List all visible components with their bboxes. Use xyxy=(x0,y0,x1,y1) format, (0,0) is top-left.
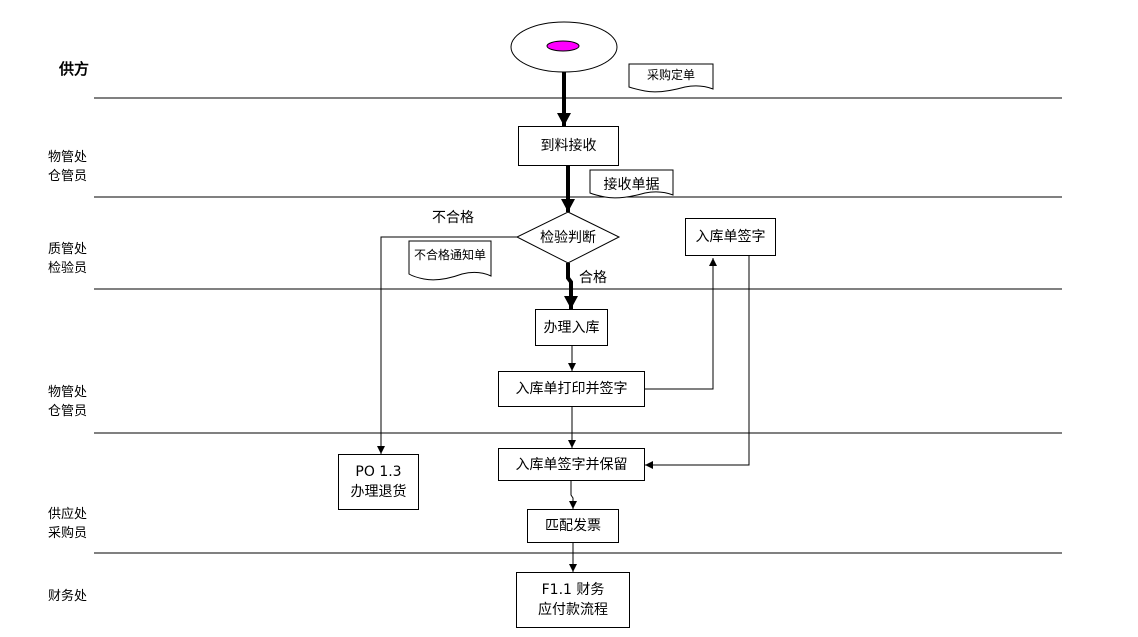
branch-label-fail: 不合格 xyxy=(432,210,474,226)
reject-notice-doc-label: 不合格通知单 xyxy=(413,248,486,262)
step-return-goods[interactable]: PO 1.3 办理退货 xyxy=(338,454,419,510)
lane-label-quality: 质管处 检验员 xyxy=(48,242,88,276)
arrow-inspect-to-stockin xyxy=(564,263,578,309)
reject-notice-doc-shape[interactable] xyxy=(408,240,492,281)
lane-label-supplier: 供方 xyxy=(59,60,90,78)
step-sign-receipt[interactable]: 入库单签字 xyxy=(685,218,776,256)
start-marker xyxy=(546,40,580,52)
arrow-sign-to-keep xyxy=(645,256,750,469)
step-match-invoice[interactable]: 匹配发票 xyxy=(527,509,619,543)
step-stock-in[interactable]: 办理入库 xyxy=(535,309,608,346)
receipt-doc-shape[interactable] xyxy=(589,169,674,199)
step-print-and-sign[interactable]: 入库单打印并签字 xyxy=(498,371,645,407)
arrow-fail-to-return xyxy=(377,236,517,454)
lane-label-purchasing: 供应处 采购员 xyxy=(48,507,88,541)
step-sign-and-keep[interactable]: 入库单签字并保留 xyxy=(498,448,645,481)
receipt-doc-label: 接收单据 xyxy=(603,177,660,193)
purchase-order-doc-label: 采购定单 xyxy=(646,68,695,82)
step-payables-process[interactable]: F1.1 财务 应付款流程 xyxy=(516,572,630,628)
branch-label-pass: 合格 xyxy=(579,270,607,286)
lane-label-warehouse-2: 物管处 仓管员 xyxy=(48,385,88,419)
lane-label-warehouse: 物管处 仓管员 xyxy=(48,150,88,184)
lane-label-finance: 财务处 xyxy=(48,589,88,604)
step-inspection-label: 检验判断 xyxy=(540,230,596,246)
step-receive-materials[interactable]: 到料接收 xyxy=(518,126,619,166)
arrow-keep-to-match xyxy=(569,481,577,509)
arrow-print-to-sign xyxy=(645,258,717,390)
purchase-order-doc-shape[interactable] xyxy=(628,63,714,93)
